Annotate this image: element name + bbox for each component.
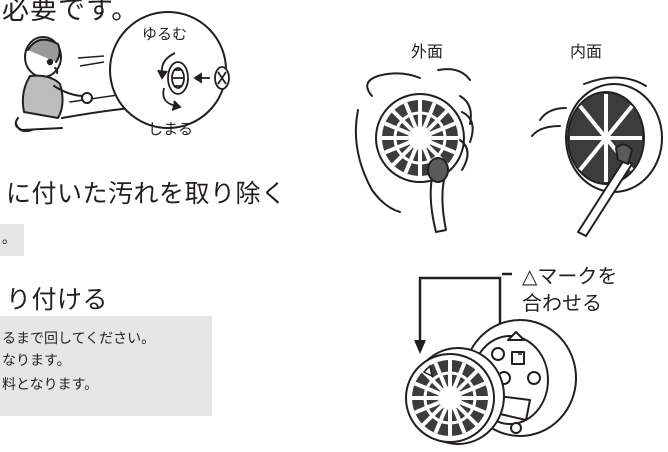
mark-align-label-line-2: 合わせる bbox=[522, 291, 602, 315]
clean-note-text: 。 bbox=[2, 231, 16, 247]
loosen-label: ゆるむ bbox=[142, 25, 188, 43]
step-clean-heading: に付いた汚れを取り除く bbox=[6, 179, 287, 208]
attach-note-line-2: なります。 bbox=[2, 353, 71, 369]
top-text-fragment: 必要です。 bbox=[2, 0, 140, 26]
step-attach-heading: り付ける bbox=[6, 285, 109, 314]
inner-surface-label: 内面 bbox=[570, 42, 603, 61]
attach-note-box: るまで回してください。 なります。 料となります。 bbox=[0, 316, 212, 416]
tighten-label: しまる bbox=[148, 120, 194, 138]
attach-note-line-1: るまで回してください。 bbox=[2, 331, 156, 347]
attach-note-line-3: 料となります。 bbox=[2, 377, 99, 393]
mark-align-label-line-1: △マークを bbox=[522, 264, 618, 288]
outer-surface-label: 外面 bbox=[411, 42, 444, 61]
clean-note-box: 。 bbox=[0, 224, 24, 256]
